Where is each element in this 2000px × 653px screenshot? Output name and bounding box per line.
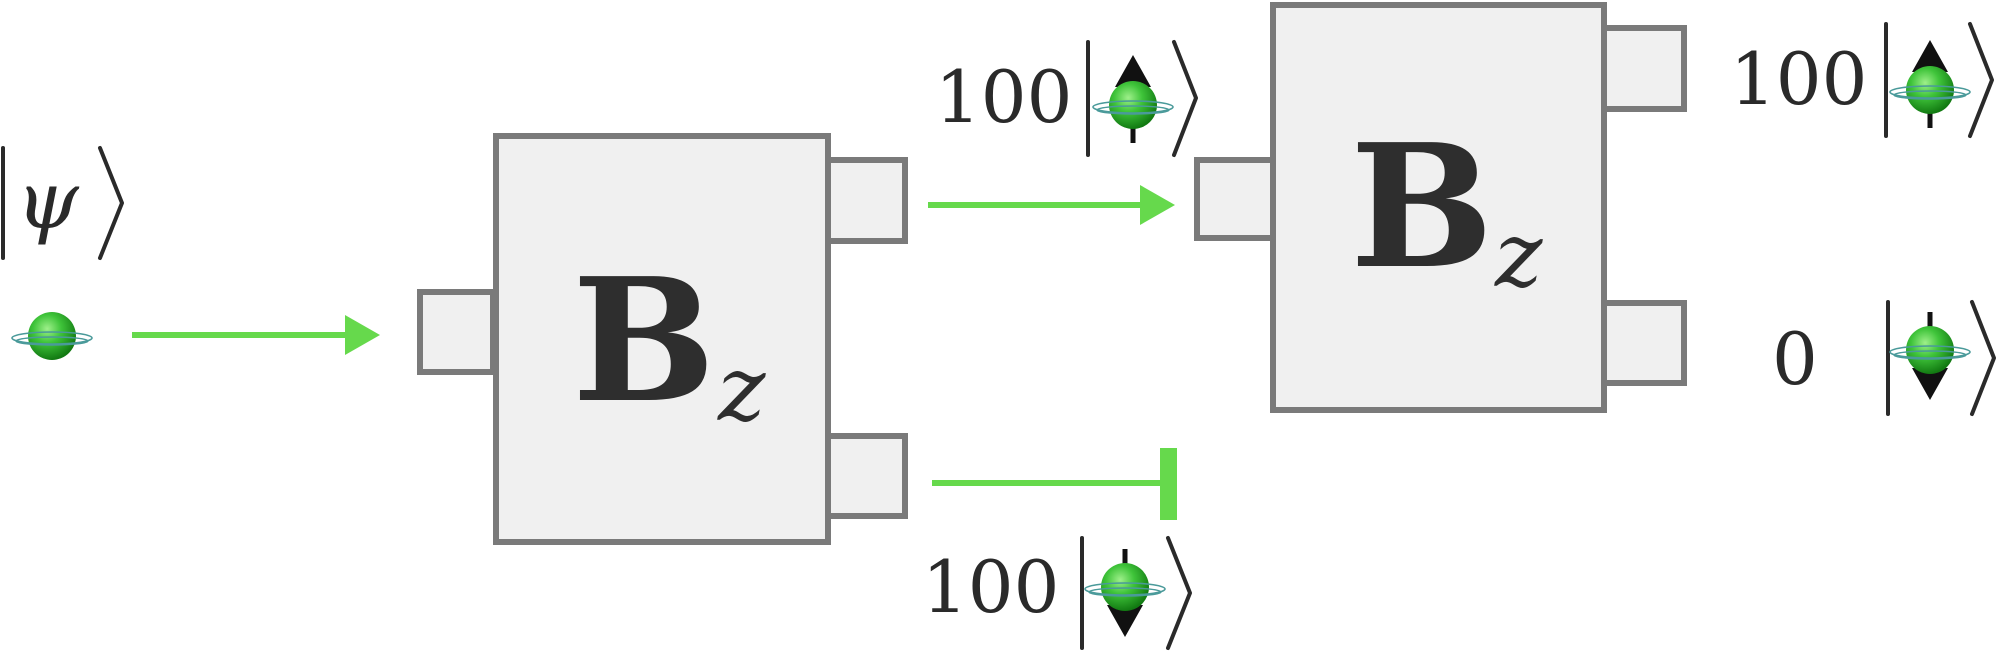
second-up-spin-icon — [1889, 40, 1971, 128]
magnet-2: B z — [1194, 2, 1687, 413]
second-down-spin-icon — [1889, 312, 1971, 400]
magnet-2-down-port — [1601, 300, 1687, 386]
magnet-1: B z — [417, 133, 908, 545]
output-second-down: 0 — [1772, 300, 1996, 416]
beam-up-to-magnet-2 — [928, 185, 1175, 225]
initial-state-ket: ψ — [1, 146, 124, 260]
magnet-1-field-label: B — [572, 241, 716, 441]
magnet-2-body — [1270, 2, 1607, 413]
first-up-count: 100 — [935, 55, 1072, 139]
magnet-1-down-port — [825, 433, 908, 519]
magnet-1-up-port — [825, 157, 908, 244]
magnet-1-body — [493, 133, 831, 545]
magnet-2-field-label: B — [1350, 107, 1494, 307]
output-first-up: 100 — [935, 40, 1198, 157]
second-down-count: 0 — [1772, 317, 1818, 401]
first-down-spin-icon — [1084, 549, 1166, 637]
input-beam — [132, 315, 380, 355]
magnet-1-field-subscript: z — [717, 337, 766, 442]
output-second-up: 100 — [1730, 22, 1994, 138]
magnet-1-input-port — [417, 289, 496, 375]
beam-down-blocked — [932, 448, 1177, 520]
first-up-spin-icon — [1092, 55, 1174, 143]
beam-stop — [1160, 448, 1177, 520]
second-up-count: 100 — [1730, 37, 1867, 121]
initial-particle-icon — [11, 311, 93, 361]
output-first-down: 100 — [922, 536, 1192, 650]
magnet-2-field-subscript: z — [1494, 203, 1543, 308]
magnet-2-input-port — [1194, 157, 1276, 241]
first-down-count: 100 — [922, 545, 1059, 629]
psi-symbol: ψ — [16, 154, 80, 247]
magnet-2-up-port — [1601, 25, 1687, 112]
